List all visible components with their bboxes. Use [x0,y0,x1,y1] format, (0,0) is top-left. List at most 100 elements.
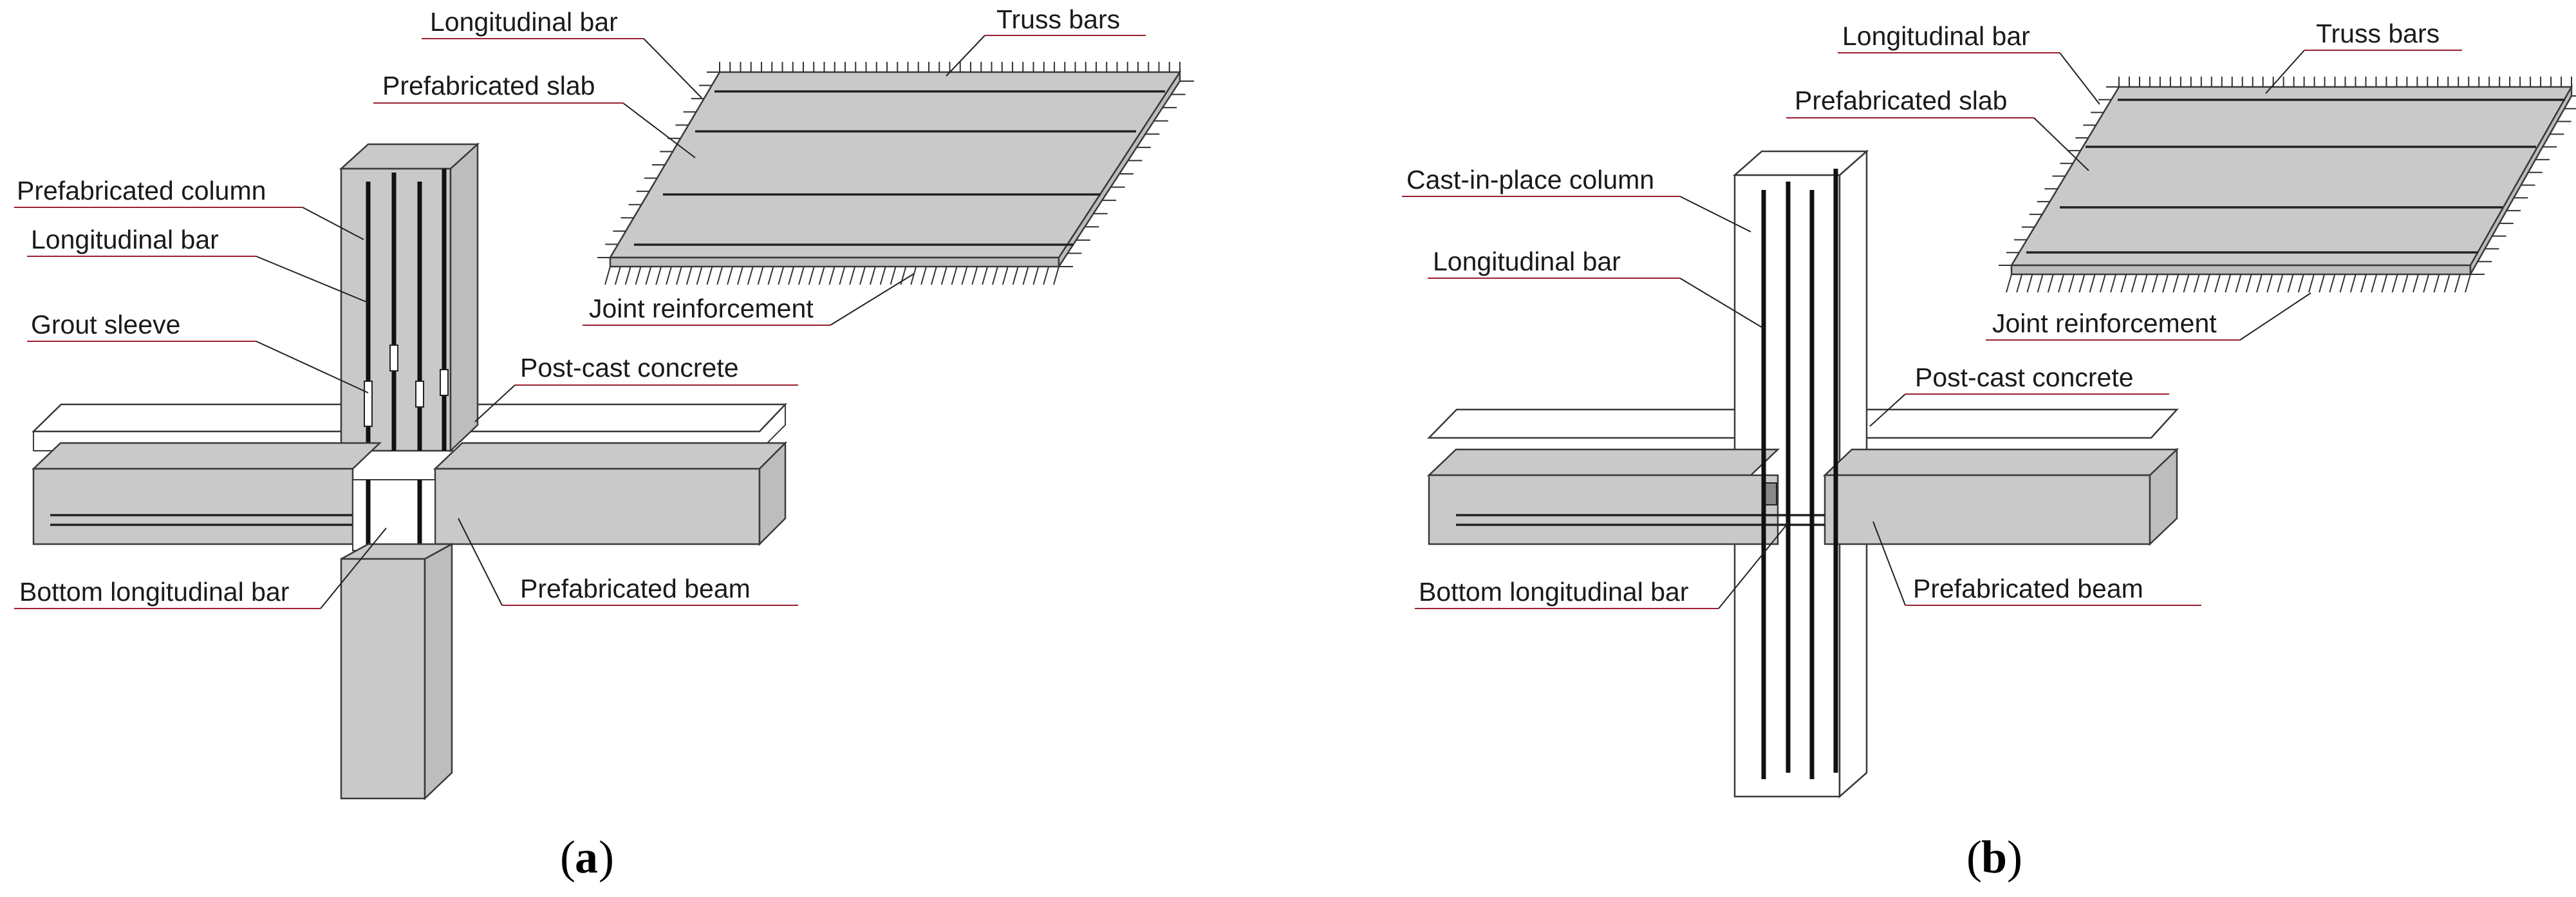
slab-stub-a [614,266,621,285]
beam-a-right-side-face [758,440,787,547]
slab-a-edge-ticks [597,62,1194,285]
label-b-prefabricated-slab: Prefabricated slab [1795,86,2007,115]
slab-stub-b [2308,274,2315,293]
slab-stub-b [2443,274,2450,293]
label-b-truss-bars: Truss bars [2316,19,2440,48]
slab-stub-a [767,266,774,285]
leader-a-bottom [320,527,387,609]
caption-a-close: ) [599,831,614,883]
leader-b-bottom [1718,522,1789,609]
beam-top-outline-a [31,402,787,451]
beam-b-right-top [1826,408,2179,439]
slab-stub-a [818,266,825,285]
slab-stub-b [2339,274,2346,293]
slab-stub-a [666,266,673,285]
slab-stub-b [2329,274,2336,293]
caption-a: ( a ) [560,831,614,883]
slab-stub-a [716,266,723,285]
slab-stub-a [1002,266,1009,285]
slab-stub-b [2047,274,2054,293]
beam-b-right-front-face [1824,474,2151,545]
label-a-longitudinal-bar: Longitudinal bar [31,225,219,254]
caption-a-open: ( [560,831,575,883]
slab-stub-a [706,266,713,285]
leader-a-slab [622,102,696,158]
slab-stub-b [2245,274,2252,293]
slab-stub-a [920,266,928,285]
slab-stub-a [910,266,917,285]
slab-stub-a [1012,266,1019,285]
slab-stub-a [757,266,764,285]
prefabricated-column-upper-a [339,142,480,453]
slab-stub-a [624,266,631,285]
slab-stub-a [736,266,743,285]
beam-top-outline-b [1427,408,2179,439]
leaders-a [14,35,1146,609]
slab-stub-a [1032,266,1040,285]
slab-stub-b [2402,274,2409,293]
slab-b-front-face [2010,264,2472,276]
leader-b-joint [2239,292,2311,341]
leader-a-longitudinal [256,256,369,303]
slab-stub-b [2381,274,2388,293]
leader-a-grout [256,341,369,393]
slab-stub-b [2423,274,2430,293]
label-a-post-cast-concrete: Post-cast concrete [520,353,739,382]
slab-stub-a [788,266,795,285]
prefabricated-slab-b [1999,77,2576,293]
grout-sleeve-a-2 [389,345,398,372]
labels-b: Longitudinal bar Truss bars Prefabricate… [1406,19,2440,607]
prefabricated-beam-b [1426,448,2179,546]
slab-stub-a [859,266,866,285]
grout-sleeve-a-1 [364,381,373,427]
caption-a-letter: a [575,831,598,883]
slab-b-edge-ticks [1999,77,2576,293]
label-b-bottom-longitudinal-bar: Bottom longitudinal bar [1419,577,1688,607]
caption-b-letter: b [1981,831,2007,883]
leader-b-column [1679,196,1751,232]
slab-stub-a [849,266,856,285]
slab-stub-b [2110,274,2117,293]
slab-stub-b [2266,274,2273,293]
beam-b-right-side-face [2149,448,2178,546]
slab-stub-b [2120,274,2127,293]
slab-stub-a [778,266,785,285]
slab-stub-a [798,266,805,285]
grout-sleeve-a-3 [415,381,424,408]
slab-stub-a [747,266,754,285]
slab-stub-b [2360,274,2367,293]
slab-stub-b [2465,274,2471,293]
slab-stub-b [2277,274,2284,293]
labels-a: Longitudinal bar Truss bars Prefabricate… [17,5,1120,607]
leader-b-truss [2265,50,2305,94]
slab-stub-a [971,266,978,285]
slab-stub-b [2058,274,2064,293]
slab-stub-a [940,266,947,285]
column-a-lower-side [424,542,453,800]
slab-stub-a [890,266,897,285]
label-b-longitudinal-bar-top: Longitudinal bar [1842,21,2030,51]
slab-stub-a [1053,266,1059,285]
slab-stub-a [828,266,835,285]
slab-stub-b [2193,274,2200,293]
label-b-cast-in-place-column: Cast-in-place column [1406,165,1654,194]
label-a-joint-reinforcement: Joint reinforcement [589,294,814,323]
slab-stub-b [2319,274,2326,293]
leaders-b [1402,50,2462,609]
slab-stub-b [2255,274,2263,293]
beam-a-left-front-face [32,467,354,545]
slab-stub-b [2214,274,2221,293]
slab-stub-b [2131,274,2138,293]
joint-core-a [352,479,436,551]
slab-stub-a [645,266,652,285]
label-b-post-cast-concrete: Post-cast concrete [1915,363,2134,392]
slab-stub-b [2162,274,2169,293]
slab-stub-a [991,266,998,285]
slab-stub-b [2089,274,2096,293]
slab-stub-a [982,266,989,285]
label-b-longitudinal-bar: Longitudinal bar [1433,247,1621,276]
caption-b-open: ( [1966,831,1982,883]
leader-a-truss [946,35,985,77]
leader-b-longitudinal [1679,278,1764,329]
